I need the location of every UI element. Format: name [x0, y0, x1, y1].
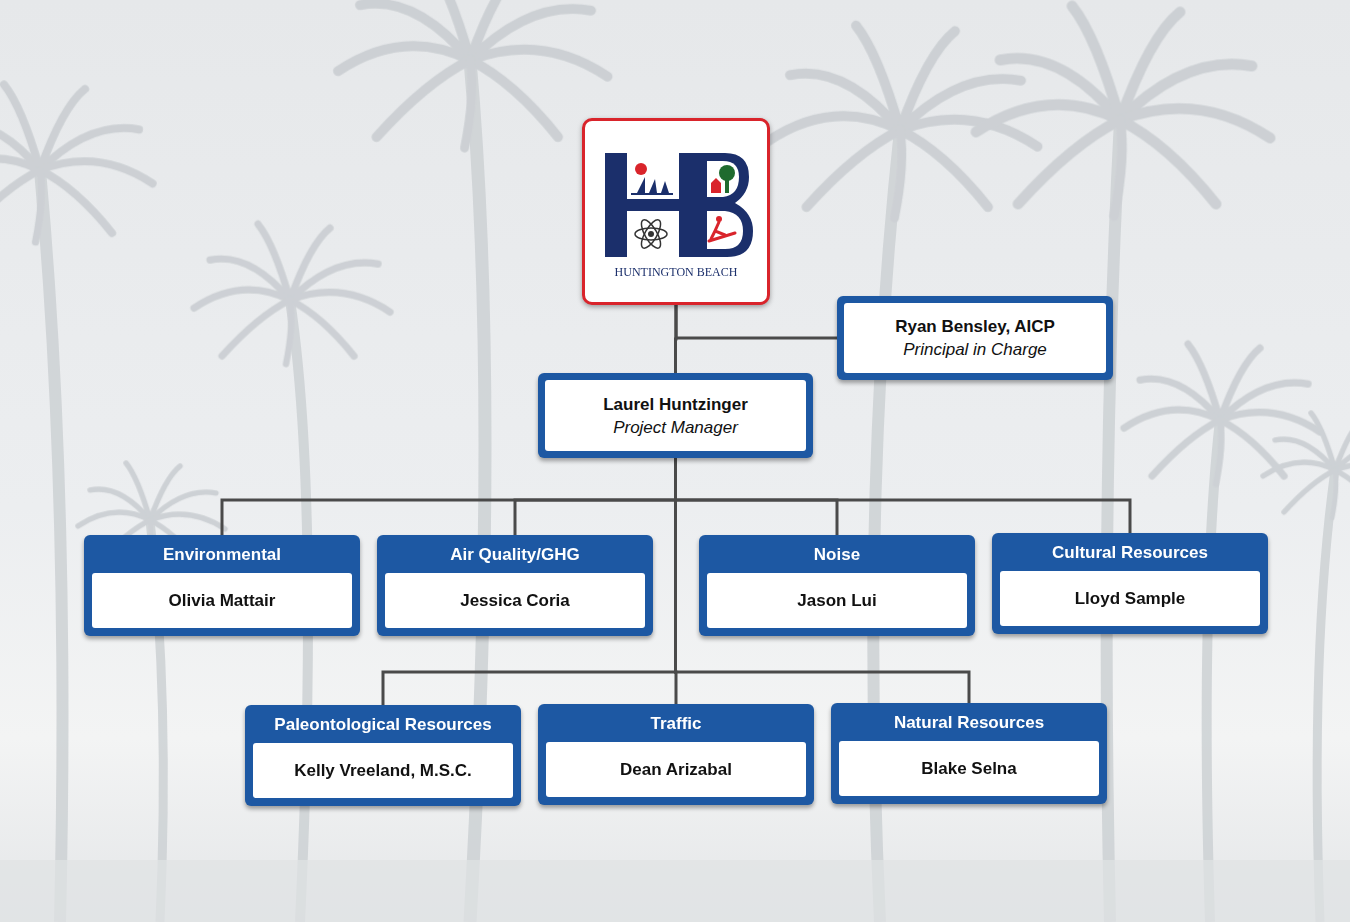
person-box: Ryan Bensley, AICPPrincipal in Charge: [837, 296, 1113, 380]
discipline-heading: Environmental: [163, 543, 281, 566]
person-role: Project Manager: [613, 416, 738, 439]
org-connector: [676, 458, 1131, 533]
person-name: Kelly Vreeland, M.S.C.: [294, 759, 472, 782]
person-name: Laurel Huntzinger: [603, 393, 748, 416]
box-inner: Laurel HuntzingerProject Manager: [545, 380, 806, 451]
org-connector: [674, 305, 678, 373]
box-heading-row: Noise: [707, 535, 967, 573]
discipline-box: Air Quality/GHG Jessica Coria: [377, 535, 653, 636]
person-name: Jason Lui: [797, 589, 876, 612]
discipline-box: Natural ResourcesBlake Selna: [831, 703, 1107, 804]
org-connector: [515, 458, 676, 535]
box-inner: Dean Arizabal: [546, 742, 806, 797]
box-inner: Olivia Mattair: [92, 573, 352, 628]
box-inner: Kelly Vreeland, M.S.C.: [253, 743, 513, 798]
person-name: Olivia Mattair: [169, 589, 276, 612]
box-heading-row: Paleontological Resources: [253, 705, 513, 743]
discipline-heading: Traffic: [650, 712, 701, 735]
org-connector: [222, 458, 676, 535]
person-name: Dean Arizabal: [620, 758, 732, 781]
box-inner: Blake Selna: [839, 741, 1099, 796]
discipline-box: NoiseJason Lui: [699, 535, 975, 636]
box-inner: Ryan Bensley, AICPPrincipal in Charge: [844, 303, 1106, 373]
org-connector: [676, 458, 838, 535]
discipline-box: Cultural ResourcesLloyd Sample: [992, 533, 1268, 634]
person-box: Laurel HuntzingerProject Manager: [538, 373, 813, 458]
box-heading-row: Cultural Resources: [1000, 533, 1260, 571]
box-inner: Jessica Coria: [385, 573, 645, 628]
box-inner: Lloyd Sample: [1000, 571, 1260, 626]
discipline-box: Paleontological ResourcesKelly Vreeland,…: [245, 705, 521, 806]
person-name: Jessica Coria: [460, 589, 570, 612]
discipline-heading: Paleontological Resources: [274, 713, 491, 736]
discipline-box: TrafficDean Arizabal: [538, 704, 814, 805]
logo-box: HUNTINGTON BEACH: [582, 118, 770, 305]
logo-caption-row: HUNTINGTON BEACH: [585, 261, 767, 284]
person-role: Principal in Charge: [903, 338, 1047, 361]
box-heading-row: Environmental: [92, 535, 352, 573]
org-connector: [676, 305, 837, 338]
org-connector: [676, 458, 970, 703]
person-name: Blake Selna: [921, 757, 1016, 780]
box-heading-row: Traffic: [546, 704, 806, 742]
discipline-heading: Cultural Resources: [1052, 541, 1208, 564]
discipline-heading: Natural Resources: [894, 711, 1044, 734]
org-connector: [383, 458, 676, 705]
box-heading-row: Natural Resources: [839, 703, 1099, 741]
logo-caption: HUNTINGTON BEACH: [615, 261, 738, 284]
box-inner: Jason Lui: [707, 573, 967, 628]
discipline-heading: Noise: [814, 543, 860, 566]
person-name: Lloyd Sample: [1075, 587, 1186, 610]
person-name: Ryan Bensley, AICP: [895, 315, 1055, 338]
discipline-box: EnvironmentalOlivia Mattair: [84, 535, 360, 636]
discipline-heading: Air Quality/GHG: [450, 543, 579, 566]
box-heading-row: Air Quality/GHG: [385, 535, 645, 573]
